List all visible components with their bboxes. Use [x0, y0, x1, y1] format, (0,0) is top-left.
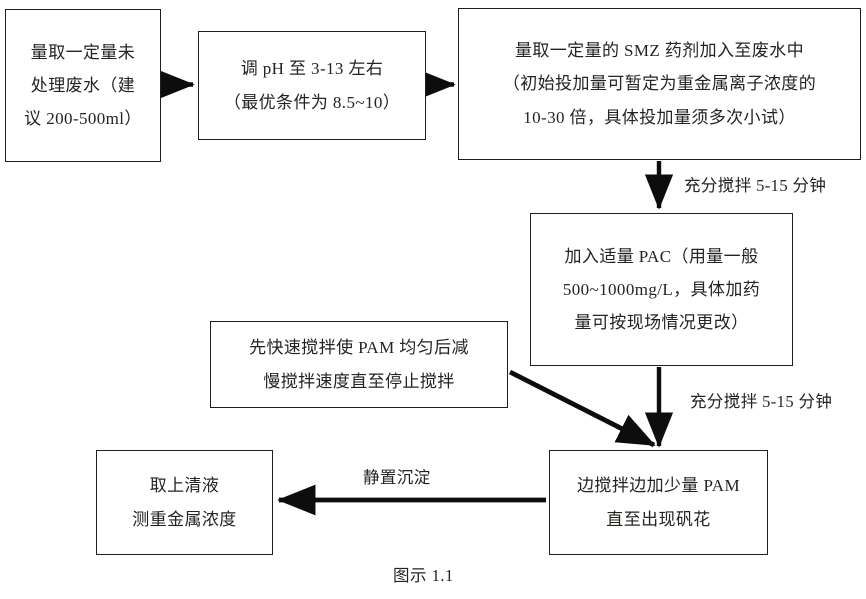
figure-caption: 图示 1.1 — [393, 566, 454, 585]
node-supernatant-measure[interactable]: 取上清液 测重金属浓度 — [96, 450, 273, 555]
node-pam-add-line-1: 边搅拌边加少量 PAM — [577, 476, 740, 496]
node-smz-dosing[interactable]: 量取一定量的 SMZ 药剂加入至废水中 （初始投加量可暂定为重金属离子浓度的 1… — [458, 8, 861, 160]
node-pam-stir-line-1: 先快速搅拌使 PAM 均匀后减 — [249, 338, 469, 358]
node-smz-line-3: 10-30 倍，具体投加量须多次小试） — [523, 107, 796, 127]
edge-label-settle: 静置沉淀 — [363, 468, 431, 487]
node-pam-dosing[interactable]: 边搅拌边加少量 PAM 直至出现矾花 — [549, 450, 768, 555]
node-supernatant-line-1: 取上清液 — [149, 476, 220, 496]
node-intake-line-1: 量取一定量未 — [30, 42, 136, 62]
node-ph-line-1: 调 pH 至 3-13 左右 — [240, 59, 384, 79]
node-ph-line-2: （最优条件为 8.5~10） — [223, 92, 401, 112]
node-intake-line-3: 议 200-500ml） — [24, 109, 142, 129]
arrow-pam-stir-to-pam-add — [508, 369, 656, 448]
node-pam-stir-line-2: 慢搅拌速度直至停止搅拌 — [263, 371, 455, 391]
edge-label-mix-1: 充分搅拌 5-15 分钟 — [684, 176, 827, 195]
node-smz-line-1: 量取一定量的 SMZ 药剂加入至废水中 — [514, 41, 805, 61]
node-pac-dosing[interactable]: 加入适量 PAC（用量一般 500~1000mg/L，具体加药 量可按现场情况更… — [530, 213, 793, 366]
edge-label-mix-2: 充分搅拌 5-15 分钟 — [690, 392, 833, 411]
node-pac-line-2: 500~1000mg/L，具体加药 — [562, 279, 761, 299]
node-pac-line-1: 加入适量 PAC（用量一般 — [564, 246, 759, 266]
node-pam-add-line-2: 直至出现矾花 — [606, 509, 711, 529]
node-smz-line-2: （初始投加量可暂定为重金属离子浓度的 — [502, 74, 817, 94]
node-intake-line-2: 处理废水（建 — [30, 75, 136, 95]
node-pam-stir-note[interactable]: 先快速搅拌使 PAM 均匀后减 慢搅拌速度直至停止搅拌 — [210, 321, 508, 408]
node-pac-line-3: 量可按现场情况更改） — [574, 313, 749, 333]
node-ph-adjust[interactable]: 调 pH 至 3-13 左右 （最优条件为 8.5~10） — [198, 31, 426, 140]
node-supernatant-line-2: 测重金属浓度 — [132, 509, 237, 529]
node-intake[interactable]: 量取一定量未 处理废水（建 议 200-500ml） — [5, 9, 161, 162]
